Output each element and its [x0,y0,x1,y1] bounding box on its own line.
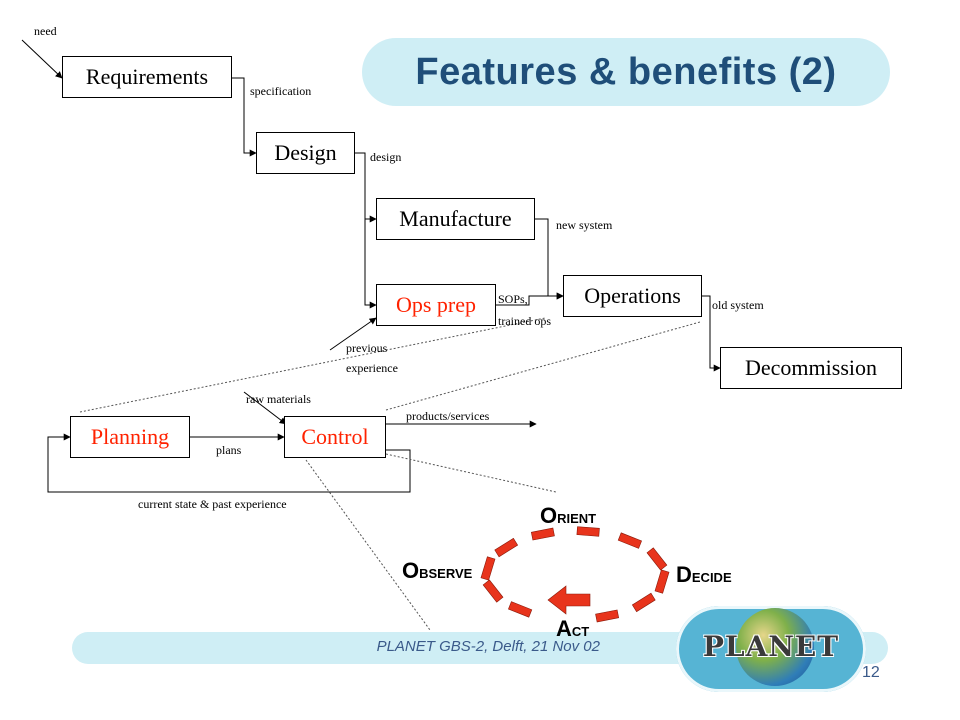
ooda-ring-dash [576,526,600,537]
arrow-design-manufacture [355,152,377,223]
ooda-ring-dash [508,601,533,618]
footer-text: PLANET GBS-2, Delft, 21 Nov 02 [376,638,600,655]
ooda-ring-dash [631,592,656,613]
label-products-services: products/services [406,409,490,423]
label-plans: plans [216,443,242,457]
page-number: 12 [862,664,880,681]
ooda-observe-label: OBSERVE [402,558,473,583]
label-current-state: current state & past experience [138,497,287,511]
title-banner [362,38,890,106]
label-experience: experience [346,361,398,375]
ooda-ring-dash [595,609,620,623]
ooda-ring-dash [530,527,555,541]
globe-icon [736,608,814,686]
arrow-raw-materials [243,391,287,425]
ooda-ring-dash [654,569,670,594]
ooda-decide-label: DECIDE [676,562,732,587]
ooda-ring-dash [482,579,504,603]
ooda-cycle-ring [480,526,670,623]
zoom-line-orient [385,453,557,493]
manufacture-box: Manufacture [376,198,535,240]
arrow-sops [496,292,564,306]
arrow-previous-experience [329,317,377,351]
page-title: Features & benefits (2) [415,51,837,93]
label-new-system: new system [556,218,613,232]
label-old-system: old system [712,298,764,312]
label-raw-materials: raw materials [246,392,311,406]
operations-box: Operations [563,275,702,317]
control-box: Control [284,416,386,458]
ooda-act-arrowhead [547,585,591,615]
design-box: Design [256,132,355,174]
label-previous: previous [346,341,388,355]
ooda-act-label: ACT [556,616,590,641]
zoom-line-observe [305,459,431,631]
ooda-ring-dash [617,532,642,549]
arrow-feedback-loop [47,433,411,493]
zoom-line-control [385,321,701,411]
label-need: need [34,24,57,38]
requirements-box: Requirements [62,56,232,98]
arrow-old-system [702,295,721,372]
ooda-ring-dash [494,537,519,558]
label-specification: specification [250,84,312,98]
label-trained-ops: trained ops [498,314,551,328]
arrow-design-opsprep [364,219,377,309]
label-sops: SOPs, [498,292,528,306]
label-design: design [370,150,402,164]
planet-logo-text: PLANET [702,630,840,663]
arrow-specification [232,77,257,157]
arrow-need [21,39,63,79]
ooda-orient-label: ORIENT [540,503,597,528]
planning-box: Planning [70,416,190,458]
ooda-ring-dash [480,556,496,581]
decommission-box: Decommission [720,347,902,389]
zoom-line-planning [79,317,546,413]
ops-prep-box: Ops prep [376,284,496,326]
ooda-ring-dash [646,547,668,571]
